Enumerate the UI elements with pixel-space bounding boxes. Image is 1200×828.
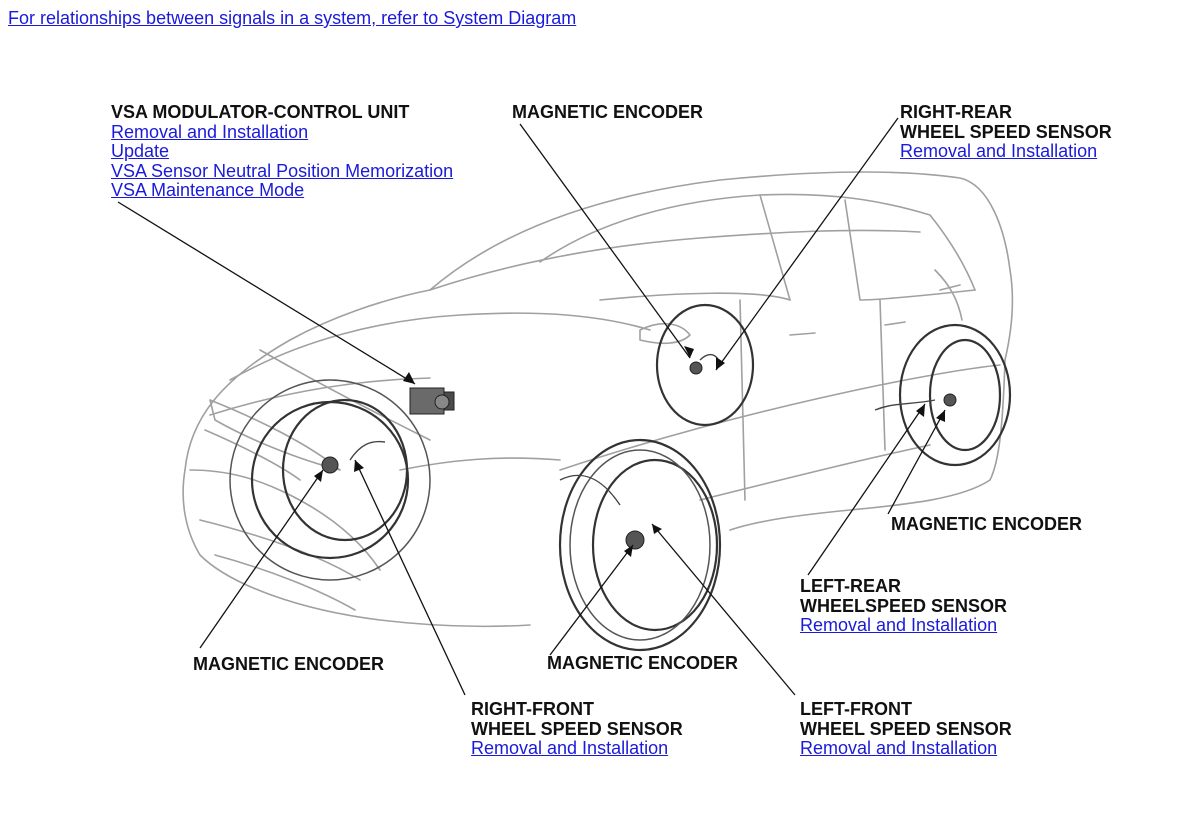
vsa-maintenance-mode-link[interactable]: VSA Maintenance Mode [111,180,305,200]
left-front-removal-link[interactable]: Removal and Installation [800,738,998,758]
encoder-front-center-title: MAGNETIC ENCODER [547,653,739,673]
right-rear-callout: RIGHT-REAR WHEEL SPEED SENSOR Removal an… [900,102,1112,162]
vsa-removal-link[interactable]: Removal and Installation [111,121,309,142]
encoder-front-left-callout: MAGNETIC ENCODER [193,654,385,675]
vsa-neutral-memorization-link[interactable]: VSA Sensor Neutral Position Memorization [111,160,454,181]
vsa-update-link[interactable]: Update [111,141,170,161]
encoder-top-callout: MAGNETIC ENCODER [512,102,704,123]
system-diagram-link[interactable]: For relationships between signals in a s… [8,8,577,28]
left-rear-title-2: WHEELSPEED SENSOR [800,595,1008,616]
vsa-modulator-callout: VSA MODULATOR-CONTROL UNIT Removal and I… [111,102,454,201]
encoder-top-title: MAGNETIC ENCODER [512,102,704,122]
right-front-removal-link[interactable]: Removal and Installation [471,738,669,758]
left-rear-callout: LEFT-REAR WHEELSPEED SENSOR Removal and … [800,576,1008,636]
encoder-front-center-callout: MAGNETIC ENCODER [547,653,739,674]
right-front-title-1: RIGHT-FRONT [471,699,594,719]
left-rear-title-1: LEFT-REAR [800,576,901,596]
left-front-title-1: LEFT-FRONT [800,699,912,719]
encoder-front-left-title: MAGNETIC ENCODER [193,654,385,674]
encoder-right-side-title: MAGNETIC ENCODER [891,514,1083,534]
right-rear-removal-link[interactable]: Removal and Installation [900,141,1098,161]
vsa-modulator-title: VSA MODULATOR-CONTROL UNIT [111,102,410,122]
left-rear-removal-link[interactable]: Removal and Installation [800,615,998,635]
left-front-callout: LEFT-FRONT WHEEL SPEED SENSOR Removal an… [800,699,1012,759]
right-rear-title-2: WHEEL SPEED SENSOR [900,121,1112,142]
right-front-title-2: WHEEL SPEED SENSOR [471,718,683,739]
encoder-right-side-callout: MAGNETIC ENCODER [891,514,1083,535]
right-rear-title-1: RIGHT-REAR [900,102,1012,122]
right-front-callout: RIGHT-FRONT WHEEL SPEED SENSOR Removal a… [471,699,683,759]
left-front-title-2: WHEEL SPEED SENSOR [800,718,1012,739]
